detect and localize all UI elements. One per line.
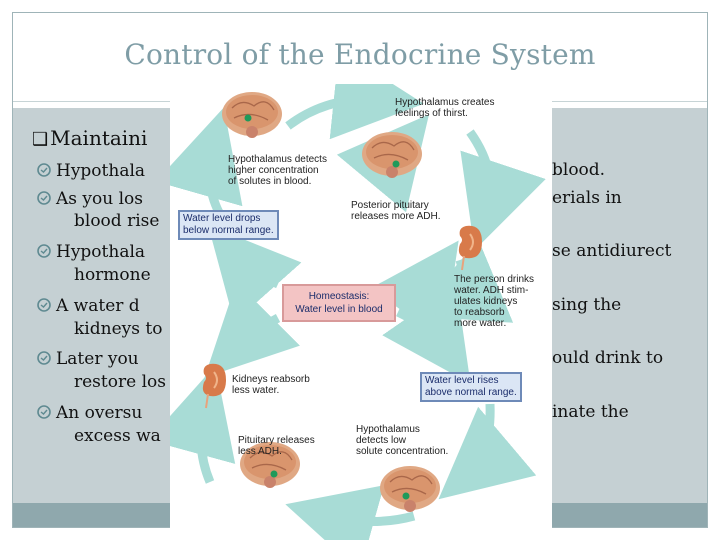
brain-icon-bottom-left [240, 442, 300, 488]
bullet-right-fragment: se antidiurect [552, 241, 672, 261]
diagram-graphics [170, 84, 546, 540]
homeostasis-diagram: Hypothalamus creates feelings of thirst.… [170, 84, 552, 540]
circle-bullet-icon [37, 244, 51, 258]
circle-bullet-icon [37, 298, 51, 312]
bullet-continuation: excess wa [74, 426, 161, 446]
bullet-continuation: restore los [74, 372, 166, 392]
arrow-bottom [285, 485, 416, 540]
arrow-right-bottom [438, 403, 537, 500]
kidney-icon-left [202, 363, 226, 409]
circle-bullet-icon [37, 351, 51, 365]
slide-title: Control of the Endocrine System [124, 38, 596, 71]
arrow-top [285, 84, 424, 140]
section-heading: ❑Maintaini [32, 126, 147, 150]
box-water-rises: Water level rises above normal range. [420, 372, 522, 402]
heading-text: Maintaini [50, 126, 148, 150]
arrow-left-bottom [170, 365, 236, 484]
bullet-line: A water d [56, 296, 140, 316]
bullet-right-fragment: sing the [552, 295, 622, 315]
brain-icon-top-right [362, 132, 422, 178]
label-detects-low: Hypothalamus detects low solute concentr… [356, 424, 449, 457]
bullet-item: An oversu [37, 402, 143, 424]
bullet-continuation: hormone [74, 265, 151, 285]
bullet-right-fragment: blood. [552, 160, 606, 180]
bullet-item: As you los [37, 188, 143, 210]
label-posterior-pituitary: Posterior pituitary releases more ADH. [351, 200, 441, 222]
bullet-item: Hypothala [37, 160, 146, 182]
arrow-left-top [170, 107, 243, 221]
bullet-line: As you los [56, 189, 143, 209]
label-thirst: Hypothalamus creates feelings of thirst. [395, 97, 495, 119]
bullet-line: Hypothala [56, 161, 146, 181]
bullet-item: A water d [37, 295, 140, 317]
bullet-item: Later you [37, 348, 139, 370]
kidney-icon-right [458, 225, 482, 271]
arrow-center-left-up [208, 225, 302, 323]
label-detects-high: Hypothalamus detects higher concentratio… [228, 154, 327, 187]
circle-bullet-icon [37, 405, 51, 419]
arrow-center-left-down [204, 281, 301, 378]
arrow-right-top [460, 129, 546, 251]
label-kidneys-reabsorb-less: Kidneys reabsorb less water. [232, 374, 310, 396]
bullet-continuation: blood rise [74, 211, 160, 231]
arrow-center-right-up [370, 240, 459, 341]
box-water-drops: Water level drops below normal range. [178, 210, 279, 240]
bullet-right-fragment: ould drink to [552, 348, 664, 368]
bullet-line: An oversu [56, 403, 143, 423]
heading-checkbox-icon: ❑ [32, 129, 49, 150]
label-pituitary-less: Pituitary releases less ADH. [238, 435, 315, 457]
bullet-line: Later you [56, 349, 139, 369]
brain-icon-bottom-right [380, 466, 440, 512]
label-person-drinks: The person drinks water. ADH stim- ulate… [454, 274, 535, 329]
bullet-right-fragment: erials in [552, 188, 622, 208]
box-homeostasis: Homeostasis: Water level in blood [282, 284, 396, 322]
bullet-item: Hypothala [37, 241, 146, 263]
bullet-line: Hypothala [56, 242, 146, 262]
bullet-right-fragment: inate the [552, 402, 629, 422]
brain-icon-top-left [222, 92, 282, 138]
bullet-continuation: kidneys to [74, 319, 163, 339]
circle-bullet-icon [37, 163, 51, 177]
arrow-center-right-down [382, 283, 471, 384]
circle-bullet-icon [37, 191, 51, 205]
